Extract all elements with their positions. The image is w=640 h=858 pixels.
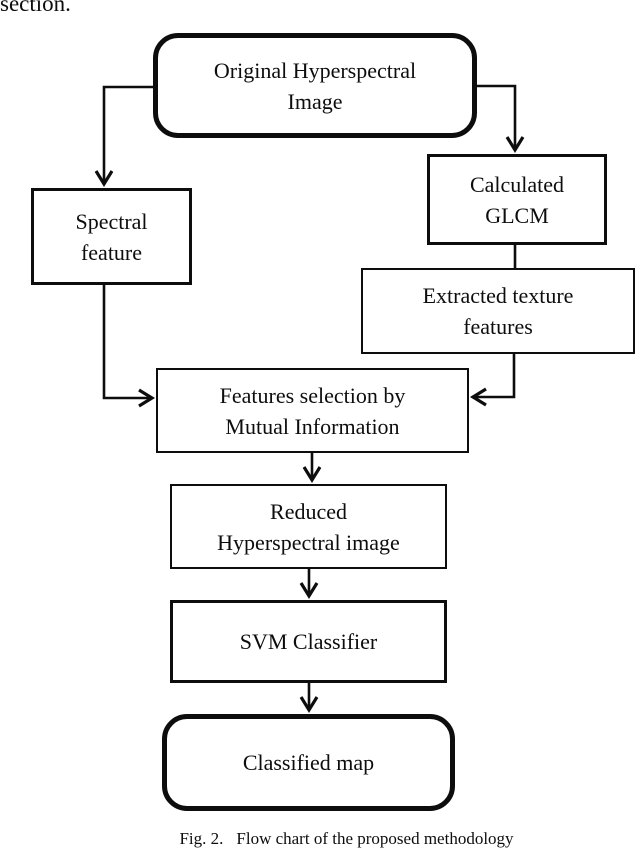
node-label-line: feature [80,239,143,265]
node-spectral-feature: Spectral feature [31,188,192,285]
node-label-line: Extracted texture [422,283,574,308]
node-label-line: Classified map [242,750,375,775]
node-extracted-texture-features: Extracted texture features [361,268,635,354]
node-label-line: Original Hyperspectral [213,57,417,83]
node-label-line: Features selection by [219,382,406,408]
node-label-line: features [463,314,533,339]
arrow-texture-to-selection [469,353,516,407]
node-label-line: Calculated [469,171,565,197]
figure-caption-label: Fig. 2. [179,829,224,848]
body-text-fragment: section. [0,0,71,16]
figure-caption-text: Flow chart of the proposed methodology [236,829,514,848]
arrow-original-to-spectral [94,85,153,188]
node-label-line: Spectral [75,208,148,234]
node-calculated-glcm: Calculated GLCM [427,154,607,245]
node-label-line: Reduced [270,498,347,524]
node-classified-map: Classified map [162,714,455,811]
node-label-line: Mutual Information [225,413,400,439]
node-label-line: Hyperspectral image [217,529,400,555]
node-svm-classifier: SVM Classifier [170,600,447,683]
node-label-line: SVM Classifier [239,629,378,654]
node-features-selection-by-mutual-information: Features selection by Mutual Information [156,368,469,453]
node-reduced-hyperspectral-image: Reduced Hyperspectral image [170,484,447,569]
figure-caption: Fig. 2. Flow chart of the proposed method… [53,829,640,849]
node-label-line: Image [287,88,343,114]
node-label-line: GLCM [485,202,549,228]
arrow-original-to-glcm [477,84,525,154]
node-original-hyperspectral-image: Original Hyperspectral Image [153,33,477,138]
arrow-spectral-to-selection [102,284,156,408]
